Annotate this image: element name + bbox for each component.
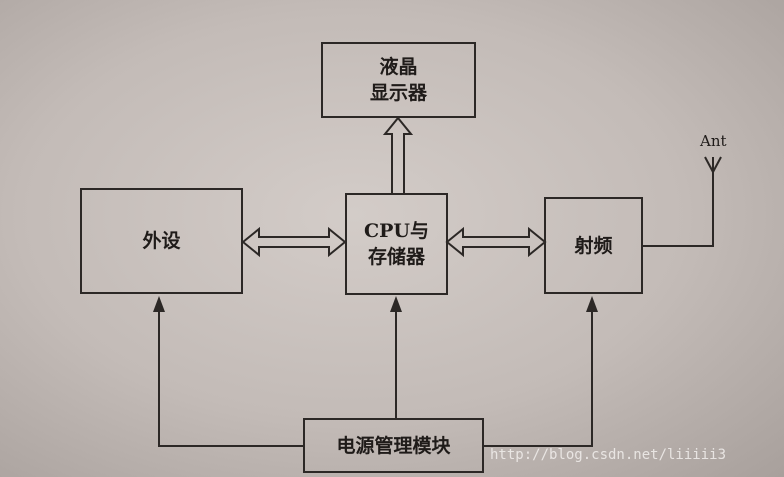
arrowhead-peripheral (153, 296, 165, 312)
antenna-label: Ant (700, 132, 727, 150)
power-to-peripheral-line (158, 308, 303, 447)
power-management-block: 电源管理模块 (303, 418, 484, 473)
lcd-display-label: 液晶 显示器 (369, 56, 427, 104)
peripheral-label: 外设 (142, 230, 181, 252)
hollow-arrow-cpu-to-lcd (382, 116, 414, 193)
arrowhead-rf (586, 296, 598, 312)
watermark-url: http://blog.csdn.net/liiiii3 (490, 447, 727, 463)
power-to-rf-line (484, 308, 593, 447)
power-management-label: 电源管理模块 (336, 434, 451, 457)
lcd-display-block: 液晶 显示器 (321, 42, 476, 118)
arrowhead-cpu (390, 296, 402, 312)
hollow-double-arrow-cpu-rf (445, 226, 547, 258)
hollow-double-arrow-peripheral-cpu (241, 226, 347, 258)
rf-label: 射频 (574, 234, 613, 257)
rf-block: 射频 (544, 197, 643, 294)
cpu-memory-block: CPU与 存储器 (345, 193, 448, 295)
rf-to-antenna-line (643, 172, 714, 247)
cpu-memory-label: CPU与 存储器 (364, 220, 429, 268)
peripheral-block: 外设 (80, 188, 243, 294)
antenna-icon (704, 156, 722, 173)
